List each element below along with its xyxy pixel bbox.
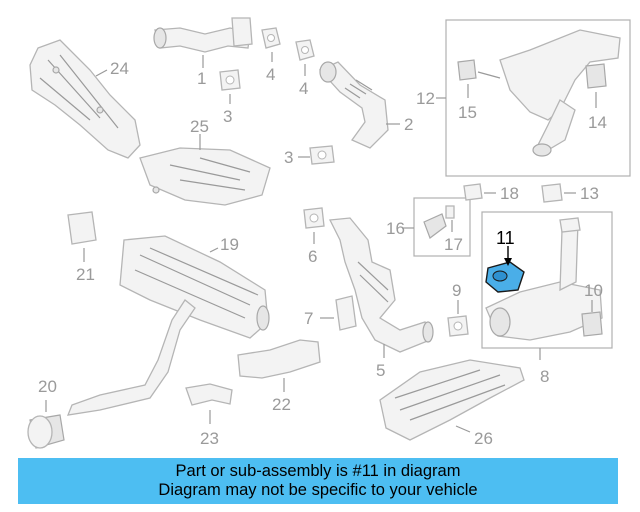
callout-4-a: 4 (266, 65, 275, 84)
part-13-gasket (541, 183, 563, 203)
part-2-pipe (318, 61, 389, 149)
part-24-heat-shield (29, 39, 141, 159)
callout-19: 19 (220, 235, 239, 254)
callout-23: 23 (200, 429, 219, 448)
callout-11: 11 (496, 228, 515, 248)
callout-14: 14 (588, 113, 607, 132)
callout-3-upper: 3 (223, 107, 232, 126)
part-23-hanger (185, 383, 233, 406)
callout-18: 18 (500, 184, 519, 203)
part-7-bracket (335, 295, 357, 331)
callout-7: 7 (304, 309, 313, 328)
callout-3-lower: 3 (284, 148, 293, 167)
part-19-center-muffler (119, 235, 270, 339)
callout-12: 12 (416, 89, 435, 108)
callout-9: 9 (452, 281, 461, 300)
part-10-hanger (581, 311, 603, 337)
part-1-front-pipe (153, 17, 253, 53)
callout-10: 10 (584, 281, 603, 300)
part-22-pipe-section (237, 339, 321, 379)
callout-25: 25 (190, 117, 209, 136)
part-17-clip (445, 205, 455, 219)
callout-8: 8 (540, 367, 549, 386)
part-11-hanger-highlighted (485, 261, 525, 293)
part-12-rear-muffler (477, 29, 621, 157)
callout-1: 1 (197, 69, 206, 88)
part-5-catalytic-pipe (328, 217, 434, 353)
callout-22: 22 (272, 395, 291, 414)
part-14-hanger (585, 63, 607, 89)
callout-6: 6 (308, 247, 317, 266)
banner-line-1: Part or sub-assembly is #11 in diagram (175, 462, 461, 480)
callout-4-b: 4 (299, 79, 308, 98)
part-21-bracket (67, 211, 97, 245)
callout-16: 16 (386, 219, 405, 238)
callout-26: 26 (474, 429, 493, 448)
callout-17: 17 (444, 235, 463, 254)
part-25-heat-shield (139, 147, 271, 206)
callout-2: 2 (404, 115, 413, 134)
part-15-hanger (457, 59, 477, 81)
callout-24: 24 (110, 59, 129, 78)
callout-20: 20 (38, 377, 57, 396)
callout-21: 21 (76, 265, 95, 284)
callout-5: 5 (376, 361, 385, 380)
part-8-muffler (485, 217, 603, 341)
part-26-heat-shield (379, 359, 525, 441)
part-20-tail-pipe (27, 299, 196, 449)
part-18-gasket (463, 183, 483, 201)
info-banner: Part or sub-assembly is #11 in diagram D… (18, 458, 618, 504)
banner-line-2: Diagram may not be specific to your vehi… (158, 481, 478, 499)
box-16-17 (413, 197, 471, 257)
box-8 (481, 211, 613, 349)
part-16-sensor (423, 213, 447, 239)
callout-13: 13 (580, 184, 599, 203)
callout-15: 15 (458, 103, 477, 122)
exhaust-parts-diagram: 24 1 3 4 4 2 3 25 21 (27, 17, 631, 449)
